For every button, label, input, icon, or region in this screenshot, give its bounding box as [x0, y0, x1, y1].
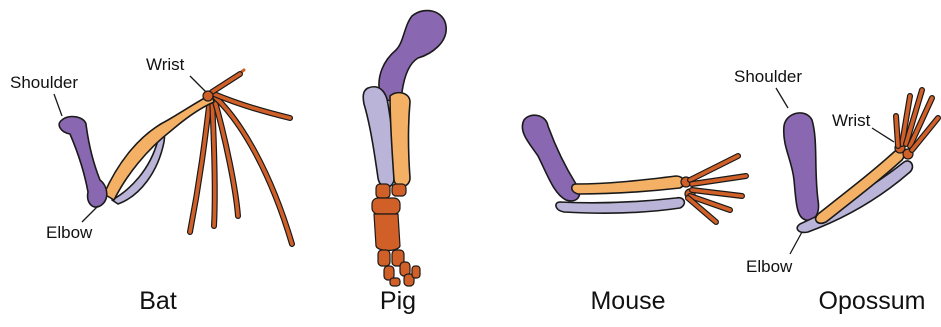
pig-humerus — [379, 11, 446, 101]
bat-shoulder-leader-line — [54, 94, 62, 116]
pig-digits — [374, 214, 420, 286]
opossum-shoulder-label: Shoulder — [734, 67, 802, 86]
pig-radius — [390, 93, 410, 187]
opossum-elbow-label: Elbow — [746, 257, 793, 276]
bat-forelimb: Shoulder Wrist Elbow Bat — [10, 55, 292, 315]
bat-elbow-leader-line — [82, 206, 98, 222]
opossum-wrist-label: Wrist — [832, 111, 871, 130]
mouse-hand-bones — [681, 156, 746, 222]
mouse-radius — [572, 176, 685, 194]
bat-elbow-label: Elbow — [46, 223, 93, 242]
opossum-humerus — [784, 113, 819, 220]
bat-humerus — [59, 117, 107, 208]
opossum-forelimb: Shoulder Wrist Elbow Opossum — [734, 67, 938, 315]
bat-wrist-label: Wrist — [146, 55, 185, 74]
pig-carpals — [372, 184, 406, 214]
bat-wrist-leader-line — [190, 76, 206, 92]
bat-shoulder-label: Shoulder — [10, 73, 78, 92]
opossum-wrist-leader-line — [872, 128, 894, 142]
pig-forelimb: Pig — [363, 11, 446, 315]
mouse-name-label: Mouse — [590, 287, 665, 315]
pig-name-label: Pig — [380, 287, 416, 315]
opossum-name-label: Opossum — [819, 287, 926, 315]
opossum-shoulder-leader-line — [776, 88, 788, 108]
bat-name-label: Bat — [139, 287, 177, 315]
mouse-forelimb: Mouse — [522, 115, 746, 315]
bat-wrist-joint — [203, 91, 213, 101]
opossum-elbow-leader-line — [790, 232, 802, 254]
opossum-hand-bones — [895, 90, 938, 159]
